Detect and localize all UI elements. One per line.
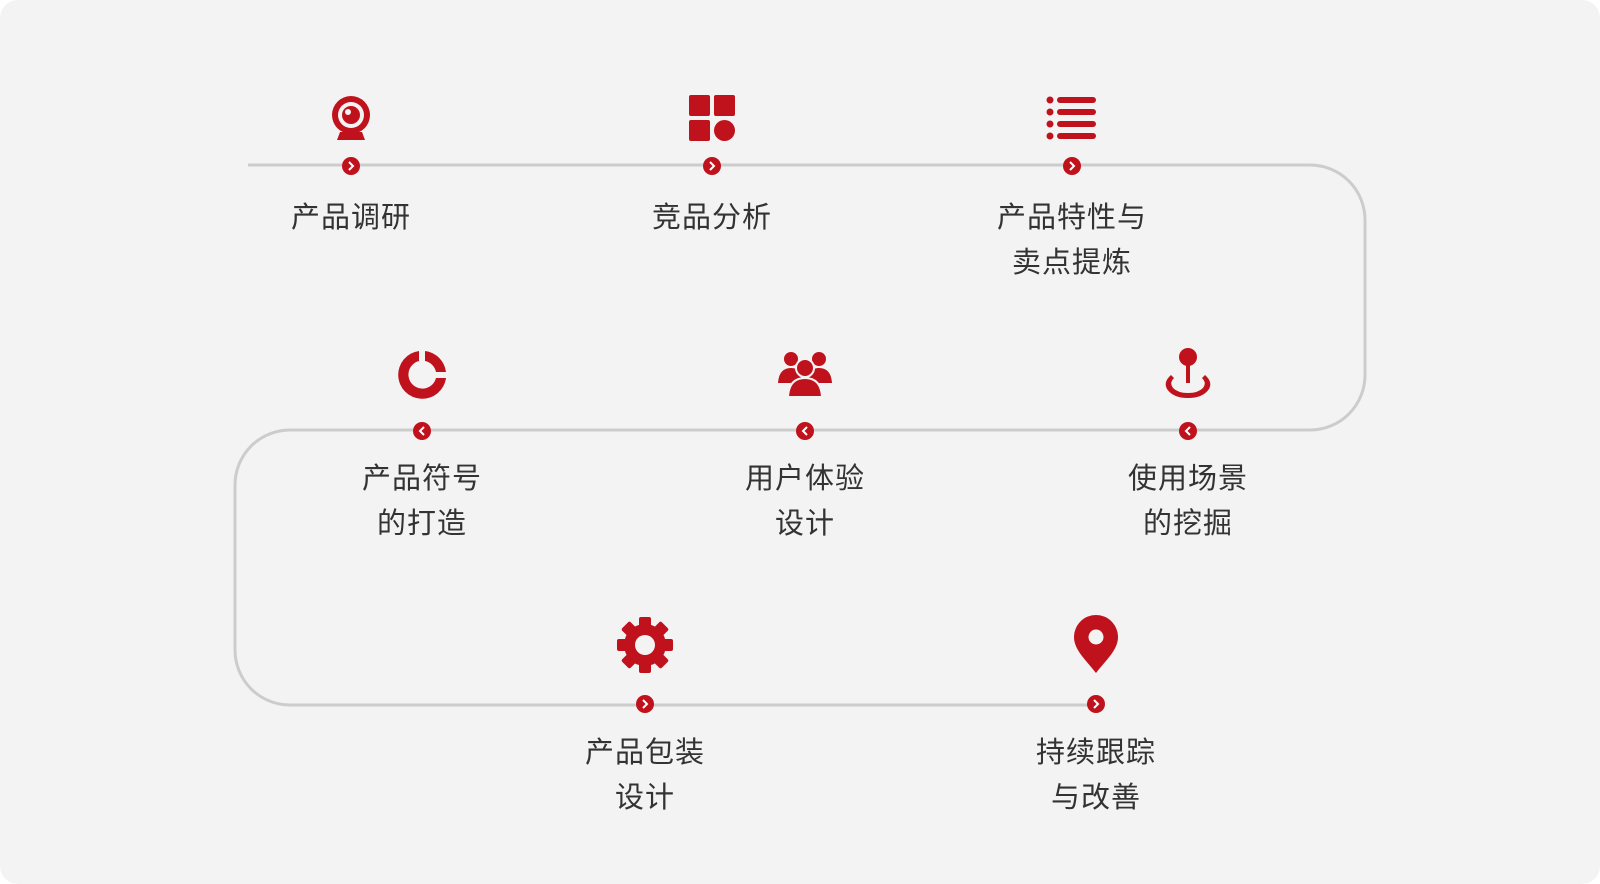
step-label: 产品调研 [290,200,411,234]
list-icon [1042,88,1102,148]
step-marker-left-icon [412,421,432,441]
step-label: 产品符号 的打造 [361,461,482,540]
map-marker-icon [1066,615,1126,675]
step-marker-left-icon [795,421,815,441]
step-label: 竞品分析 [651,200,772,234]
step-marker-right-icon [341,156,361,176]
donut-chart-icon [392,345,452,405]
step-marker-right-icon [635,694,655,714]
gear-icon [615,615,675,675]
step-marker-left-icon [1178,421,1198,441]
step-label: 产品包装 设计 [584,735,705,814]
step-marker-right-icon [1062,156,1082,176]
step-marker-right-icon [1086,694,1106,714]
step-label: 持续跟踪 与改善 [1035,735,1156,814]
step-label: 用户体验 设计 [744,461,865,540]
grid-apps-icon [682,88,742,148]
webcam-icon [321,88,381,148]
step-label: 使用场景 的挖掘 [1127,461,1248,540]
step-label: 产品特性与 卖点提炼 [996,200,1147,279]
location-pin-icon [1158,345,1218,405]
step-marker-right-icon [702,156,722,176]
users-icon [775,345,835,405]
